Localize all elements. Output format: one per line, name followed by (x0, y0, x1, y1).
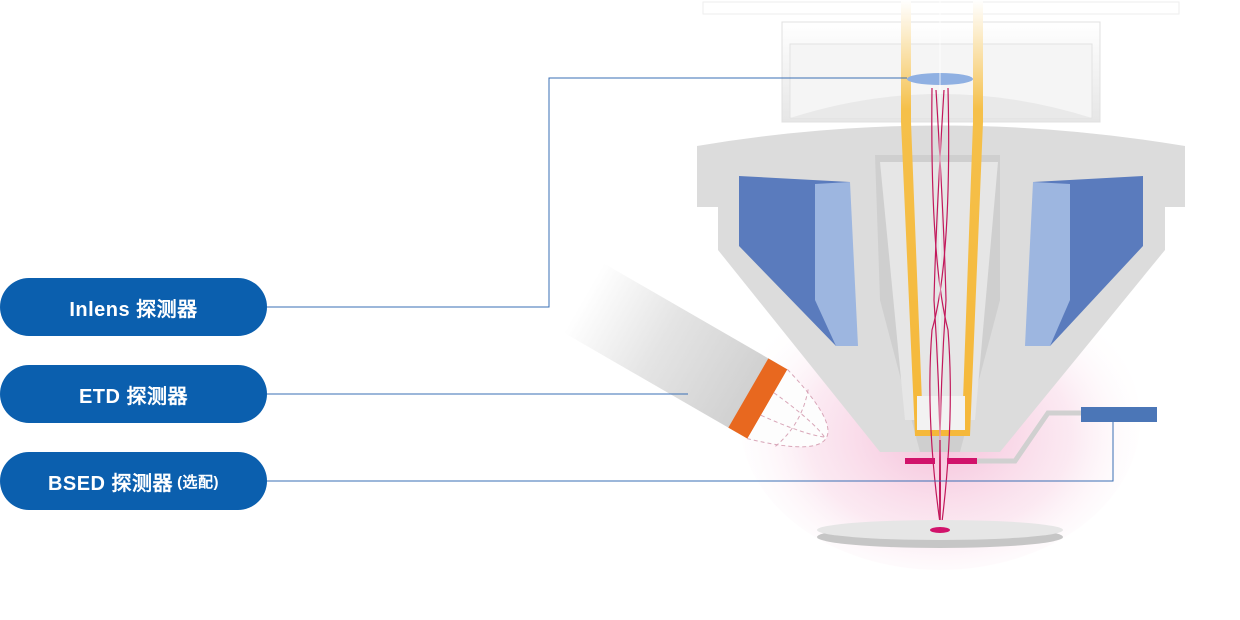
bsed-leader-line (266, 422, 1114, 482)
bsed-arm (977, 410, 1082, 464)
etd-detector (563, 263, 829, 448)
right-coil-light (1025, 182, 1070, 346)
bsed-detector-right (947, 458, 977, 464)
bsed-optional-note: (选配) (177, 473, 220, 491)
left-coil-light (815, 182, 858, 346)
etd-label-text: ETD 探测器 (78, 385, 189, 408)
bsed-detector-label: BSED 探测器 (选配) (0, 452, 267, 510)
inlens-detector-label: Inlens 探测器 (0, 278, 267, 336)
bsed-label-text: BSED 探测器 (47, 472, 174, 495)
top-frame (702, 1, 1180, 15)
etd-detector-label: ETD 探测器 (0, 365, 267, 423)
beam-liner (901, 0, 983, 436)
bsed-detector-left (905, 458, 935, 464)
upper-dome (790, 94, 1092, 118)
beam-spot (930, 527, 950, 533)
inlens-label-text: Inlens 探测器 (69, 298, 198, 321)
bsed-connector (1081, 407, 1157, 422)
inlens-leader-line (266, 77, 907, 308)
